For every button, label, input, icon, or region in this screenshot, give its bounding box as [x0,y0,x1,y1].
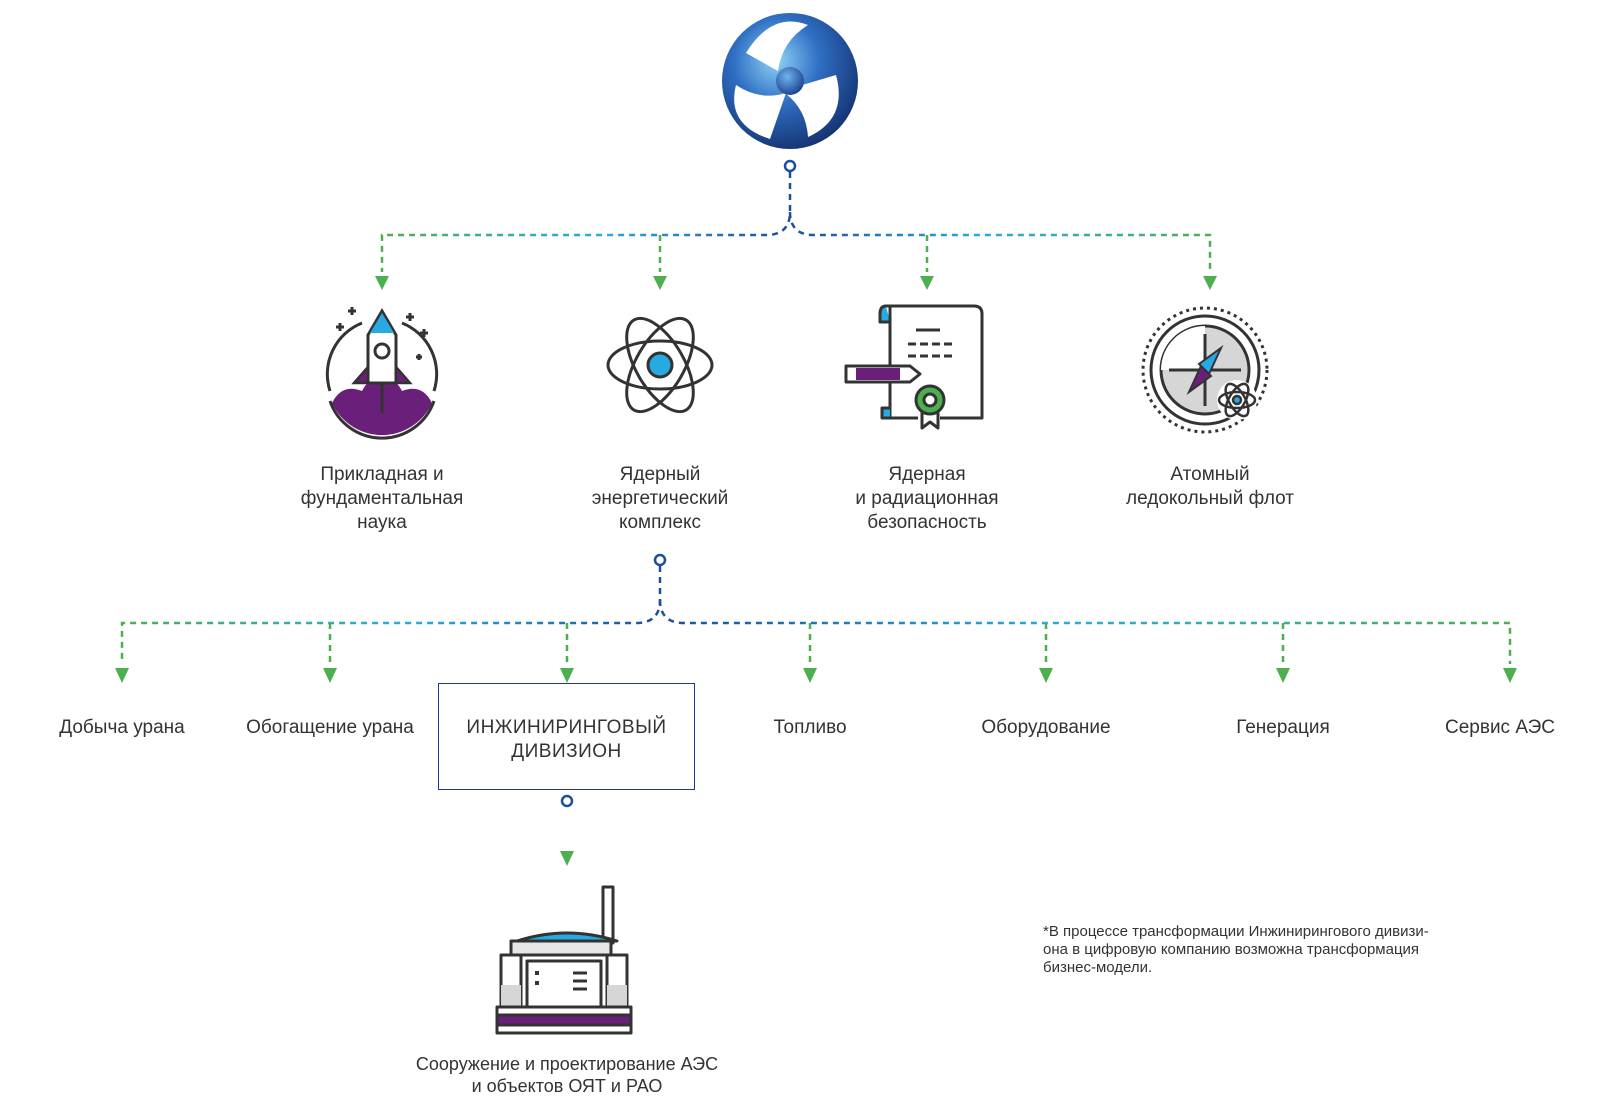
certificate-icon [844,304,984,430]
arrowheads-second [115,668,1517,683]
rocket-icon [325,307,439,440]
connector-node [560,794,574,808]
arrowheads-top [375,276,1217,290]
engineering-division-box [438,683,695,790]
compass-icon [1141,306,1269,434]
division-label-equipment: Оборудование [981,717,1111,738]
connector-node [783,159,797,173]
branch-label-nuclear-energy: Ядерный энергетический комплекс [591,464,729,533]
division-label-npp-service: Сервис АЭС [1445,717,1555,738]
atom-icon [606,316,714,414]
rosatom-logo-icon [722,13,858,149]
second-connectors [120,566,1512,664]
footnote: *В процессе трансформации Инжиниринговог… [1043,923,1429,976]
branch-label-science: Прикладная и фундаментальная наука [300,464,464,533]
connector-node [653,553,667,567]
branch-label-icebreaker-fleet: Атомный ледокольный флот [1126,464,1294,509]
division-label-generation: Генерация [1236,717,1330,738]
construction-design-label: Сооружение и проектирование АЭС и объект… [415,1054,719,1096]
arrowhead-third [560,851,574,866]
branch-label-safety: Ядерная и радиационная безопасность [855,464,999,533]
engineering-division-title: ИНЖИНИРИНГОВЫЙ ДИВИЗИОН [466,717,667,762]
division-label-uranium-mining: Добыча урана [59,717,185,738]
nuclear-plant-icon [495,885,633,1035]
division-label-uranium-enrichment: Обогащение урана [246,717,414,738]
division-label-fuel: Топливо [773,717,847,738]
top-connectors [380,172,1212,272]
